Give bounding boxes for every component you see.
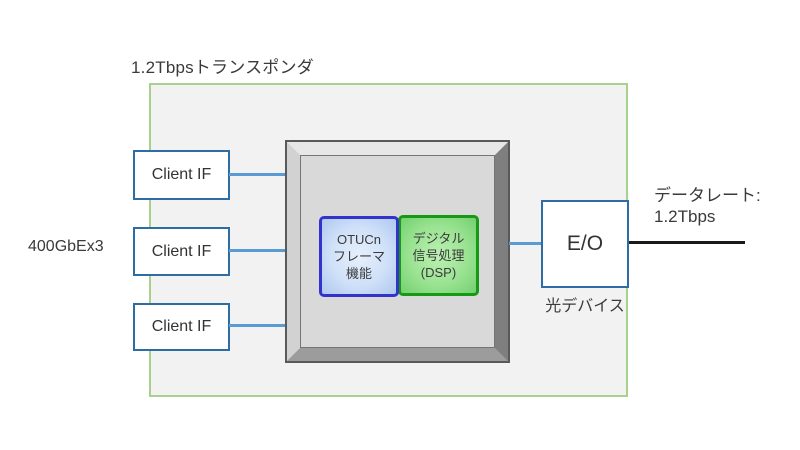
chip-module-frame [285,140,510,363]
datarate-label-line1: データレート: [654,186,761,205]
dsp-label-line1: デジタル [412,231,465,246]
dsp-label-line3: (DSP) [420,265,457,280]
input-rate-label: 400GbEx3 [28,238,104,255]
datarate-label: データレート: 1.2Tbps [654,185,761,227]
connector-client3-chip [229,324,287,327]
chip-frame-bevel [287,142,508,361]
output-fiber-line [628,241,745,244]
dsp-box: デジタル 信号処理 (DSP) [398,215,479,296]
datarate-label-line2: 1.2Tbps [654,207,716,226]
otucn-framer-label-line1: OTUCn [336,232,382,247]
dsp-label-line2: 信号処理 [412,248,465,263]
otucn-framer-box: OTUCn フレーマ 機能 [319,216,399,297]
client-if-box-2: Client IF [133,227,230,276]
eo-box: E/O [541,200,629,288]
connector-client1-chip [229,173,287,176]
client-if-box-1: Client IF [133,150,230,200]
optical-device-caption: 光デバイス [545,298,625,315]
connector-chip-eo [509,242,542,245]
otucn-framer-label-line2: フレーマ [332,249,385,264]
diagram-title: 1.2Tbpsトランスポンダ [131,58,314,77]
connector-client2-chip [229,249,287,252]
client-if-box-3: Client IF [133,303,230,351]
otucn-framer-label-line3: 機能 [345,266,372,281]
